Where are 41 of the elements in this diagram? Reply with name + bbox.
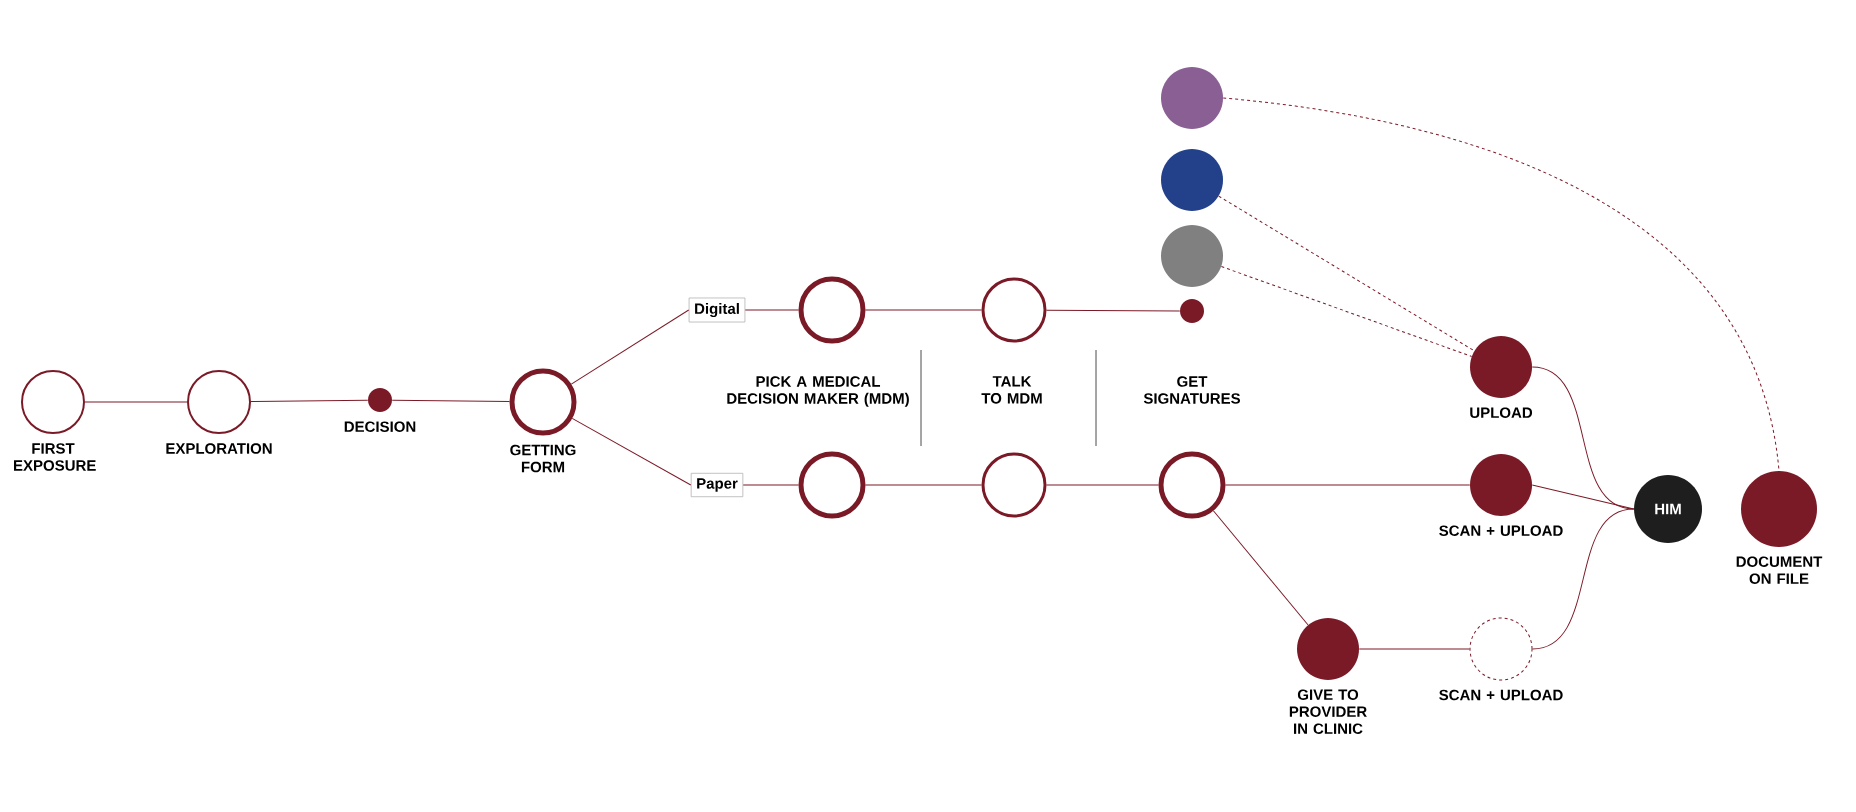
connector xyxy=(865,309,982,311)
connector xyxy=(1222,97,1780,472)
stage-label: TALK TO MDM xyxy=(981,376,1042,404)
connector xyxy=(1212,510,1309,626)
connector xyxy=(742,484,799,486)
step-circle xyxy=(1158,451,1226,519)
connector xyxy=(1220,266,1473,357)
step-circle xyxy=(981,277,1047,343)
connector xyxy=(1358,648,1470,650)
connector xyxy=(744,309,799,311)
connector xyxy=(84,401,188,403)
step-circle xyxy=(798,451,866,519)
connector xyxy=(571,417,692,486)
connector xyxy=(391,399,510,403)
connector xyxy=(865,484,982,486)
step-circle xyxy=(981,452,1047,518)
connector xyxy=(1046,309,1181,312)
step-label: SCAN + UPLOAD xyxy=(1439,525,1563,536)
service-circle xyxy=(1161,149,1223,211)
step-label: UPLOAD xyxy=(1470,407,1533,418)
step-label: FIRST EXPOSURE xyxy=(14,443,96,471)
connector xyxy=(250,399,369,403)
step-label: GETTING FORM xyxy=(510,444,576,473)
connector xyxy=(1225,484,1471,486)
stage-label: GET SIGNATURES xyxy=(1143,376,1241,404)
step-dot xyxy=(1180,299,1204,323)
connector xyxy=(1218,195,1475,352)
service-circle xyxy=(1161,225,1223,287)
step-label: DECISION xyxy=(344,421,416,432)
path-box: Digital xyxy=(688,297,746,323)
connector xyxy=(1532,508,1635,650)
step-label: GIVE TO PROVIDER IN CLINIC xyxy=(1289,689,1367,734)
connector xyxy=(1046,484,1159,486)
service-circle xyxy=(1161,67,1223,129)
step-circle xyxy=(798,276,866,344)
connector xyxy=(570,309,690,385)
step-label: SCAN + UPLOAD xyxy=(1439,689,1563,701)
path-box: Paper xyxy=(690,472,744,498)
stage-label: PICK A MEDICAL DECISION MAKER (MDM) xyxy=(727,376,909,407)
step-label: DOCUMENT ON FILE xyxy=(1736,556,1823,584)
step-label: EXPLORATION xyxy=(166,443,272,454)
